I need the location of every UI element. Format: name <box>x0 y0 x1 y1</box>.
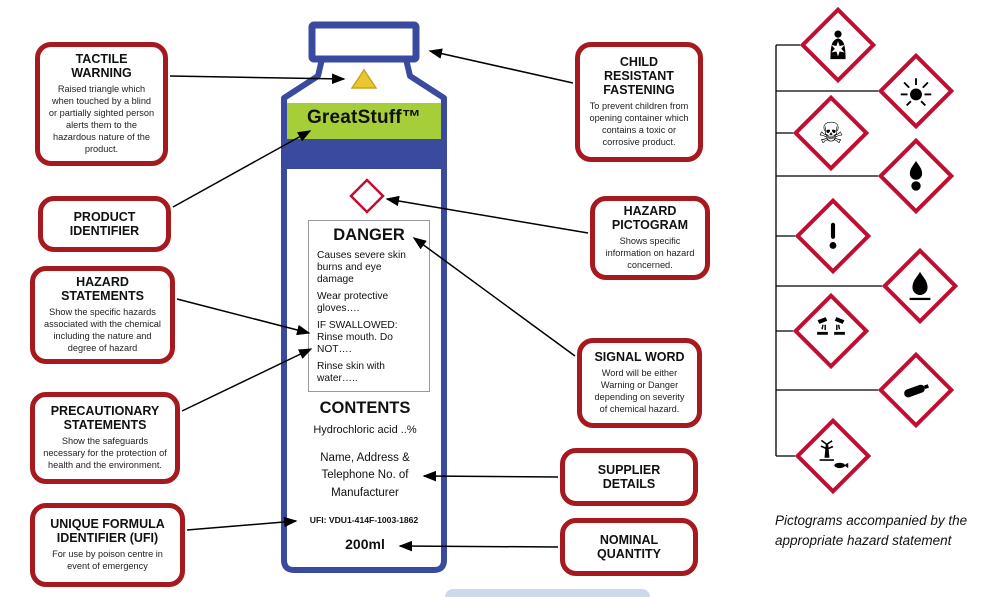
flame-symbol <box>897 263 943 309</box>
flame-over-circle-symbol <box>893 153 939 199</box>
environment-symbol <box>810 433 856 479</box>
callout-title: PRODUCT IDENTIFIER <box>69 210 140 238</box>
callout-title: HAZARD PICTOGRAM <box>611 204 689 233</box>
ghs-exclamation-icon <box>794 197 872 275</box>
precautionary-line: IF SWALLOWED: Rinse mouth. Do NOT…. <box>317 320 398 356</box>
ghs-flame-icon <box>881 247 959 325</box>
callout-desc: For use by poison centre in event of eme… <box>52 549 163 571</box>
brand-band <box>287 103 441 139</box>
exclamation-symbol <box>810 213 856 259</box>
skull-glyph: ☠ <box>818 115 844 150</box>
brand-name: GreatStuff™ <box>306 107 422 128</box>
callout-title: TACTILE WARNING <box>71 52 132 81</box>
callout-title: HAZARD STATEMENTS <box>61 275 144 304</box>
hazard-label-box: DANGER Causes severe skin burns and eye … <box>308 220 430 392</box>
callout-hazard-pictogram: HAZARD PICTOGRAM Shows specific informat… <box>590 196 710 280</box>
callout-tactile-warning: TACTILE WARNING Raised triangle which wh… <box>35 42 168 166</box>
hazard-statement-line: Causes severe skin burns and eye damage <box>317 250 406 286</box>
bottle-cap <box>308 21 420 63</box>
blue-band <box>287 139 441 169</box>
ufi-code: UFI: VDU1-414F-1003-1862 <box>309 515 419 525</box>
nominal-quantity-text: 200ml <box>345 536 385 552</box>
callout-title: UNIQUE FORMULA IDENTIFIER (UFI) <box>50 517 165 546</box>
callout-supplier-details: SUPPLIER DETAILS <box>560 448 698 506</box>
ghs-skull-crossbones-icon: ☠ <box>792 94 870 172</box>
supplier-details-text: Name, Address & Telephone No. of Manufac… <box>320 452 410 499</box>
gas-cylinder-symbol <box>893 367 939 413</box>
callout-desc: Show the safeguards necessary for the pr… <box>43 436 167 470</box>
label-hazard-diamond-icon <box>349 178 385 214</box>
ghs-corrosion-icon <box>792 292 870 370</box>
callout-precautionary-statements: PRECAUTIONARY STATEMENTS Show the safegu… <box>30 392 180 484</box>
tactile-triangle-icon <box>350 68 378 89</box>
precautionary-line: Rinse skin with water….. <box>317 361 385 385</box>
ghs-health-hazard-icon <box>799 6 877 84</box>
corrosion-symbol <box>808 308 854 354</box>
callout-title: SIGNAL WORD <box>594 350 685 365</box>
pictograms-footnote: Pictograms accompanied by the appropriat… <box>775 513 968 548</box>
callout-product-identifier: PRODUCT IDENTIFIER <box>38 196 171 252</box>
ghs-flame-over-circle-icon <box>877 137 955 215</box>
callout-hazard-statements: HAZARD STATEMENTS Show the specific haza… <box>30 266 175 364</box>
exploding-bomb-symbol <box>893 68 939 114</box>
skull-crossbones-symbol: ☠ <box>808 110 854 156</box>
ghs-gas-cylinder-icon <box>877 351 955 429</box>
callout-desc: Raised triangle which when touched by a … <box>48 84 155 154</box>
callout-unique-formula-identifier: UNIQUE FORMULA IDENTIFIER (UFI) For use … <box>30 503 185 587</box>
callout-child-resistant-fastening: CHILD RESISTANT FASTENING To prevent chi… <box>575 42 703 162</box>
contents-heading: CONTENTS <box>319 399 411 417</box>
callout-title: SUPPLIER DETAILS <box>597 463 661 491</box>
health-hazard-symbol <box>815 22 861 68</box>
signal-word-text: DANGER <box>333 226 405 244</box>
ghs-environment-icon <box>794 417 872 495</box>
bottom-decorative-band <box>445 589 650 597</box>
contents-value: Hydrochloric acid ..% <box>313 424 417 436</box>
callout-title: CHILD RESISTANT FASTENING <box>603 55 675 98</box>
callout-signal-word: SIGNAL WORD Word will be either Warning … <box>577 338 702 428</box>
precautionary-line: Wear protective gloves…. <box>317 291 389 315</box>
callout-nominal-quantity: NOMINAL QUANTITY <box>560 518 698 576</box>
callout-desc: Shows specific information on hazard con… <box>605 236 695 270</box>
callout-title: NOMINAL QUANTITY <box>597 533 661 561</box>
ghs-exploding-bomb-icon <box>877 52 955 130</box>
callout-title: PRECAUTIONARY STATEMENTS <box>50 404 160 433</box>
callout-desc: To prevent children from opening contain… <box>589 101 689 147</box>
callout-desc: Show the specific hazards associated wit… <box>44 307 161 353</box>
callout-desc: Word will be either Warning or Danger de… <box>594 368 685 414</box>
